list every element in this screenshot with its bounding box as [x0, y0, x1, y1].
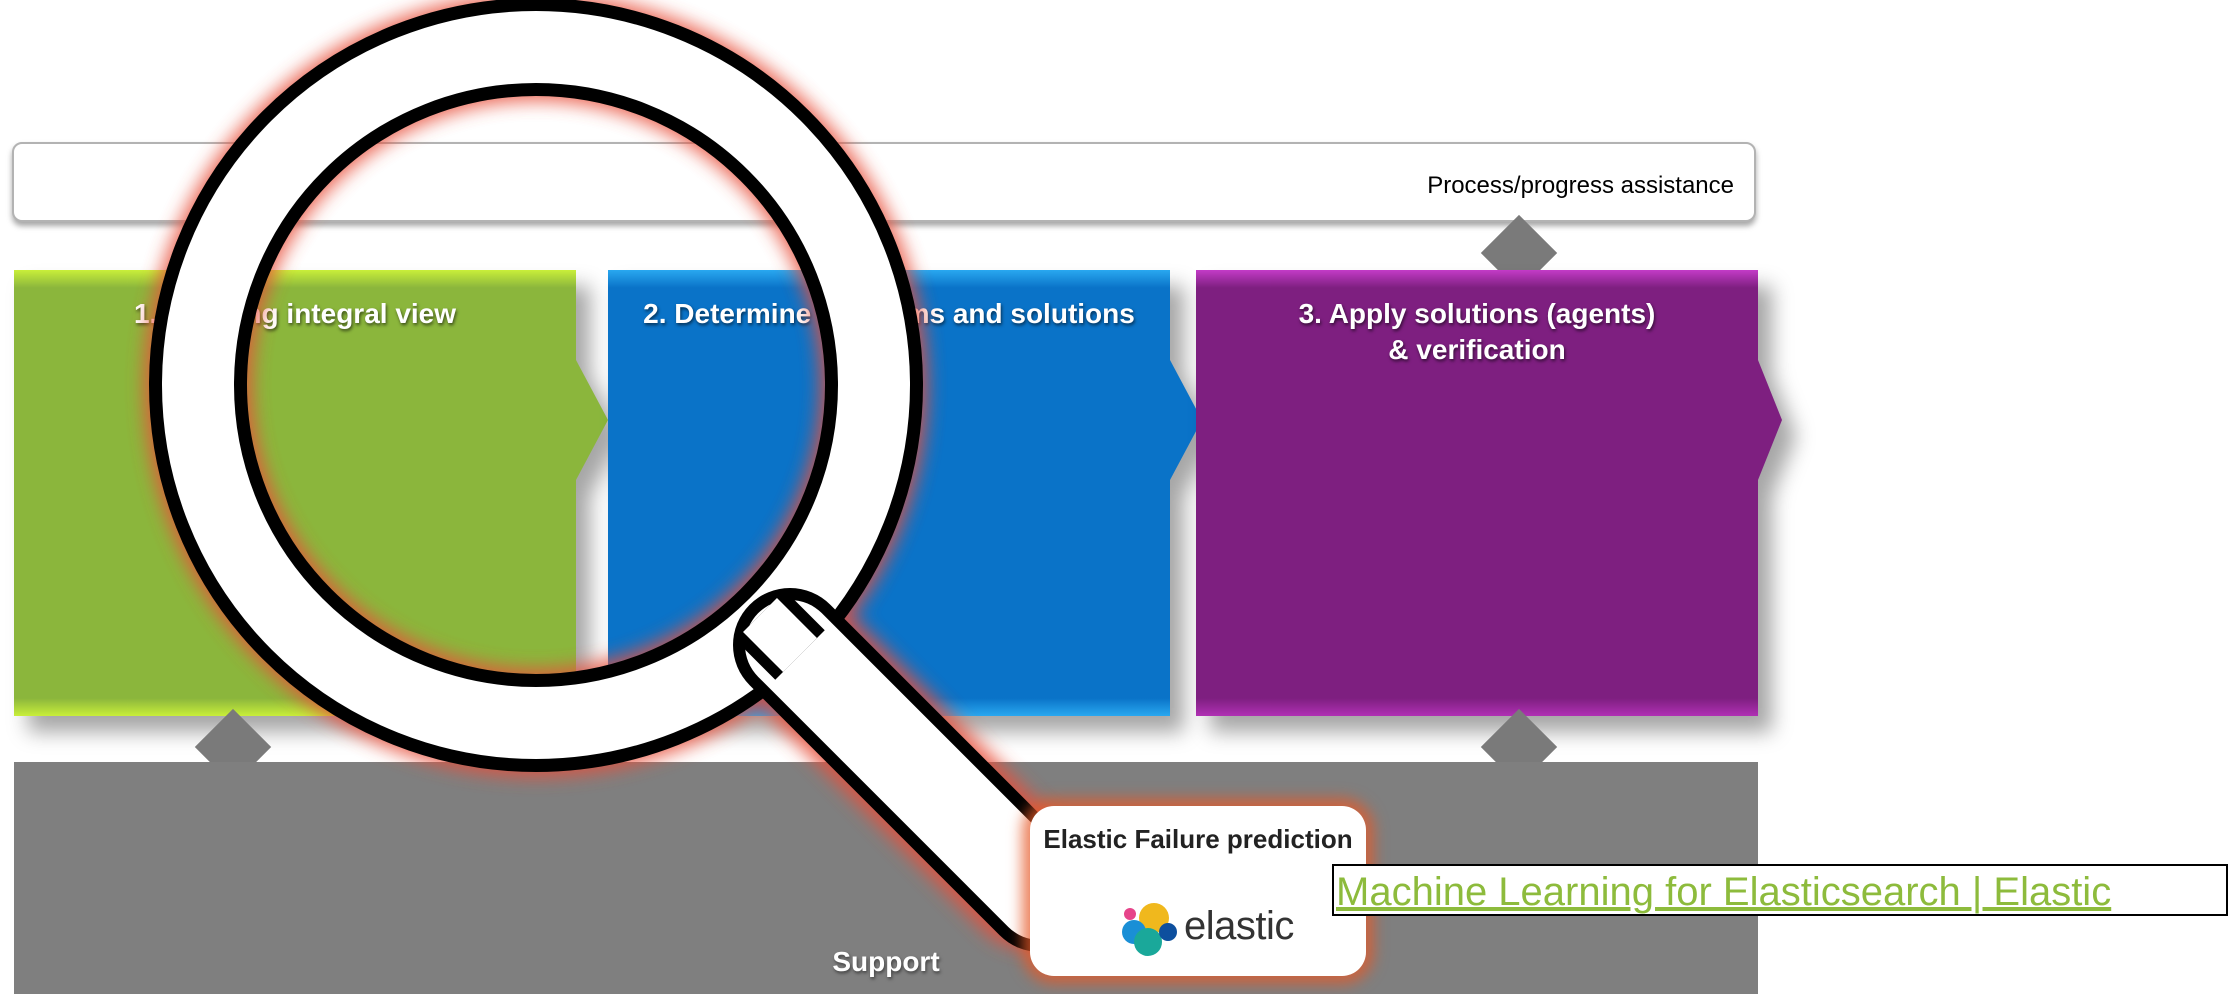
step-3-title: 3. Apply solutions (agents) & verificati…: [1298, 298, 1656, 365]
elastic-logo-icon: [1122, 903, 1177, 956]
elastic-logo-text: elastic: [1184, 904, 1294, 948]
step-box-3-shape: [1196, 270, 1782, 716]
elastic-link-box[interactable]: Machine Learning for Elasticsearch | Ela…: [1332, 864, 2228, 916]
banner-label: Process/progress assistance: [1427, 172, 1734, 199]
elastic-failure-prediction-card[interactable]: Elastic Failure prediction elastic: [1030, 806, 1366, 976]
elastic-ml-link[interactable]: Machine Learning for Elasticsearch | Ela…: [1336, 870, 2112, 914]
step-box-3: 3. Apply solutions (agents) & verificati…: [1196, 270, 1782, 716]
support-label: Support: [832, 946, 940, 977]
card-title: Elastic Failure prediction: [1043, 824, 1353, 854]
